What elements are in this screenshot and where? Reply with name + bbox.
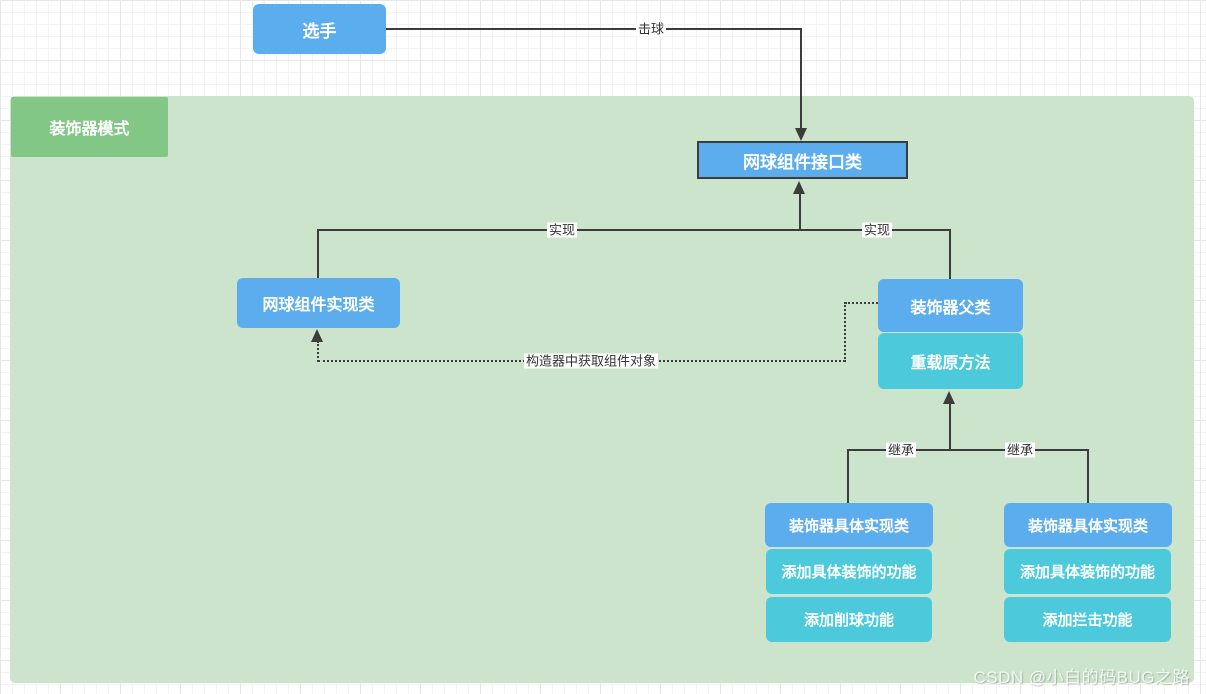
node-concrete-right-row3: 添加拦击功能 [1004,597,1171,642]
node-player: 选手 [253,4,386,54]
edge-implement-arrowhead [793,181,805,194]
edge-hit-segment-h [386,28,802,30]
edge-inherit-arrowhead [943,391,955,404]
edge-implement-right-segment-v [949,229,951,279]
node-interface-class: 网球组件接口类 [697,141,908,179]
edge-inherit-left-segment-v [847,449,849,503]
csdn-watermark: CSDN @小白的码BUG之路 [973,668,1190,687]
node-concrete-right-row2: 添加具体装饰的功能 [1004,549,1171,594]
edge-inherit-left-label: 继承 [885,442,917,458]
edge-implement-arrow-segment [799,194,801,231]
edge-inherit-right-label: 继承 [1004,442,1036,458]
edge-implement-left-label: 实现 [546,222,578,238]
decorator-pattern-region [10,96,1194,683]
edge-constructor-label: 构造器中获取组件对象 [523,353,659,369]
edge-inherit-segment-h [848,449,1088,451]
node-implementation-class: 网球组件实现类 [237,278,400,328]
edge-constructor-arrowhead [311,329,323,342]
node-concrete-left-row2: 添加具体装饰的功能 [766,549,932,594]
node-concrete-left-row3: 添加削球功能 [766,597,932,642]
node-decorator-parent: 装饰器父类 [878,279,1023,332]
edge-constructor-segment-v2 [317,341,319,362]
edge-hit-label: 击球 [635,21,667,37]
node-concrete-right-title: 装饰器具体实现类 [1004,503,1172,547]
edge-constructor-segment-h1 [845,302,878,304]
edge-constructor-segment-v1 [844,302,846,362]
edge-inherit-right-segment-v [1087,449,1089,503]
edge-hit-segment-v [800,28,802,128]
edge-hit-arrowhead [795,128,807,141]
region-title: 装饰器模式 [11,97,168,157]
edge-implement-right-label: 实现 [861,222,893,238]
node-concrete-left-title: 装饰器具体实现类 [765,503,933,547]
edge-implement-left-segment-v [317,229,319,278]
node-override-method: 重载原方法 [878,333,1023,389]
edge-implement-segment-h [318,229,950,231]
edge-inherit-arrow-segment [949,403,951,450]
